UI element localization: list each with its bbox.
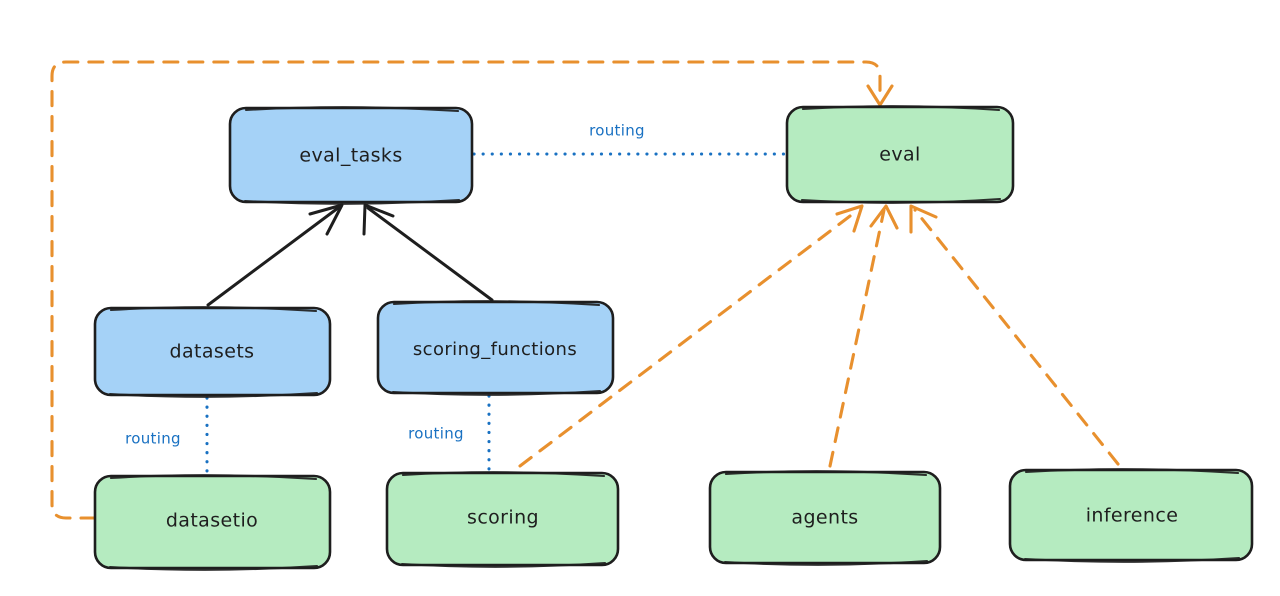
- node-scoring[interactable]: scoring: [385, 471, 620, 568]
- node-label-datasetio: datasetio: [166, 510, 258, 532]
- node-label-agents: agents: [791, 507, 858, 529]
- node-inference[interactable]: inference: [1008, 468, 1254, 563]
- node-label-scoring-functions: scoring_functions: [413, 339, 577, 360]
- node-scoring-functions[interactable]: scoring_functions: [376, 300, 615, 396]
- edge-agents-to-eval: [828, 204, 899, 468]
- node-datasetio[interactable]: datasetio: [93, 474, 332, 571]
- edge-scoring-to-eval: [518, 204, 864, 468]
- node-label-eval: eval: [879, 144, 920, 166]
- node-eval[interactable]: eval: [785, 105, 1015, 204]
- node-label-datasets: datasets: [170, 341, 255, 363]
- edge-label-routing-eval-tasks: routing: [589, 122, 645, 140]
- node-label-inference: inference: [1086, 505, 1179, 527]
- node-label-scoring: scoring: [467, 507, 539, 529]
- edge-datasetio-to-eval: [50, 60, 894, 520]
- node-eval-tasks[interactable]: eval_tasks: [228, 106, 474, 205]
- node-agents[interactable]: agents: [708, 470, 942, 566]
- edge-datasets-to-eval-tasks: [206, 203, 344, 307]
- node-datasets[interactable]: datasets: [93, 306, 332, 398]
- edge-inference-to-eval: [909, 204, 1120, 466]
- node-label-eval-tasks: eval_tasks: [299, 145, 402, 167]
- edge-scoring-functions-to-eval-tasks: [362, 203, 494, 302]
- edge-label-routing-datasets: routing: [125, 430, 181, 448]
- edge-label-routing-scoring-functions: routing: [408, 425, 464, 443]
